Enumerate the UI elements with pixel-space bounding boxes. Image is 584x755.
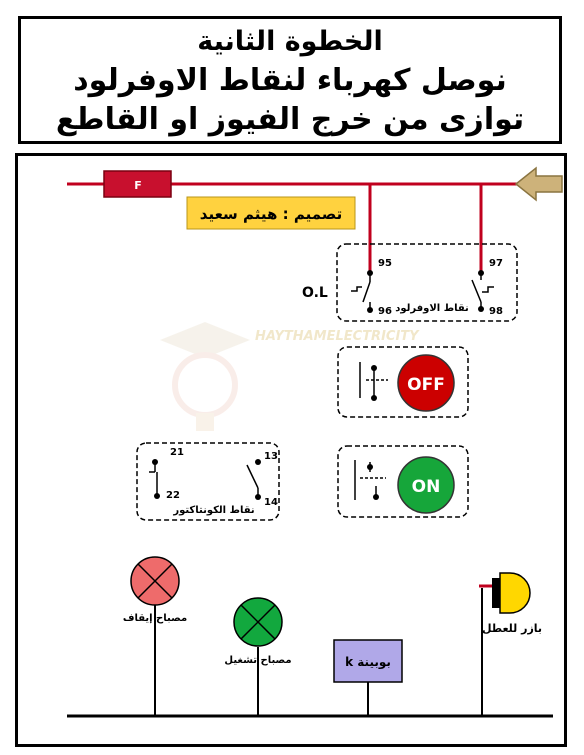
coil-label: بوبينة k [345, 655, 391, 670]
overload-no-contact [471, 273, 494, 309]
terminal-14-dot [255, 494, 261, 500]
fuse [103, 170, 172, 198]
fuse-label: F [134, 179, 142, 192]
buzzer-bell-icon [499, 572, 531, 614]
watermark-logo [160, 322, 250, 431]
overload-caption: نقاط الاوفرلود [395, 303, 469, 314]
contactor-contacts-box [136, 442, 280, 521]
buzzer-label: بازر للعطل [482, 622, 542, 635]
designer-label-box [186, 196, 356, 230]
title-line-1: الخطوة الثانية [197, 25, 383, 57]
stop-lamp-label: مصباح إيقاف [123, 613, 187, 624]
off-contact-dot-top [371, 365, 377, 371]
terminal-21: 21 [170, 447, 184, 458]
overload-nc-contact [351, 273, 371, 310]
buzzer-terminal [492, 578, 500, 608]
title-box: الخطوة الثانية نوصل كهرباء لنقاط الاوفرل… [18, 16, 562, 144]
on-button-box [337, 445, 469, 518]
designer-label: تصميم : هيثم سعيد [200, 205, 342, 223]
overload-label: O.L [302, 285, 328, 301]
contactor-nc-contact [149, 462, 158, 496]
terminal-13-dot [255, 459, 261, 465]
supply-arrow-icon [514, 166, 563, 202]
terminal-98: 98 [489, 306, 503, 317]
diagram-frame [15, 153, 567, 747]
stop-lamp-cross-icon [137, 563, 173, 599]
off-nc-contact-icon [359, 362, 388, 398]
coil [333, 639, 403, 683]
terminal-13: 13 [264, 451, 278, 462]
contactor-caption: نقاط الكونتاكتور [172, 505, 254, 516]
terminal-95: 95 [378, 258, 392, 269]
terminal-96: 96 [378, 306, 392, 317]
terminal-95-dot [367, 270, 373, 276]
overload-contacts-box [336, 243, 518, 322]
terminal-22: 22 [166, 490, 180, 501]
contactor-no-contact [246, 464, 259, 497]
off-button-label: OFF [407, 375, 445, 395]
off-contact-dot-bottom [371, 395, 377, 401]
terminal-97: 97 [489, 258, 503, 269]
terminal-21-dot [152, 459, 158, 465]
watermark-text: HAYTHAMELECTRICITY [255, 329, 420, 344]
off-button-box [337, 346, 469, 418]
on-button[interactable] [397, 456, 455, 514]
on-button-label: ON [412, 477, 441, 497]
on-contact-dot-top [367, 464, 373, 470]
off-button[interactable] [397, 354, 455, 412]
title-line-2: نوصل كهرباء لنقاط الاوفرلود [73, 62, 507, 98]
title-line-3: توازى من خرج الفيوز او القاطع [55, 101, 525, 137]
run-lamp-label: مصباح تشغيل [224, 655, 291, 666]
terminal-96-dot [367, 307, 373, 313]
run-lamp-cross-icon [240, 604, 276, 640]
terminal-97-dot [478, 270, 484, 276]
terminal-98-dot [478, 306, 484, 312]
terminal-14: 14 [264, 497, 278, 508]
terminal-22-dot [154, 493, 160, 499]
on-contact-dot-bottom [373, 494, 379, 500]
